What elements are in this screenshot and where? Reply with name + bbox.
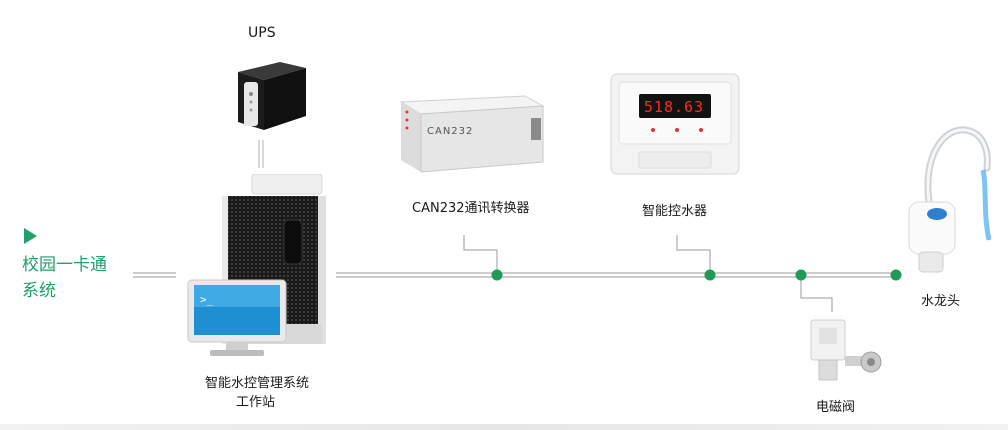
svg-text:>_: >_ (200, 293, 214, 306)
valve-label: 电磁阀 (816, 396, 855, 415)
faucet-icon (903, 116, 993, 276)
controller-label: 智能控水器 (642, 200, 707, 219)
faucet-label: 水龙头 (921, 290, 960, 309)
converter-label: CAN232通讯转换器 (412, 197, 530, 216)
bus-node-valve (796, 270, 807, 281)
monitor-icon: >_ (186, 278, 288, 360)
workstation-label-line2: 工作站 (236, 391, 275, 410)
workstation-label-line1: 智能水控管理系统 (205, 372, 309, 391)
bottom-divider (0, 424, 1008, 430)
ups-device-icon (230, 50, 310, 134)
converter-device-text: CAN232 (427, 126, 473, 137)
bus-node-converter (492, 270, 503, 281)
solenoid-valve-icon (805, 316, 885, 388)
controller-display: 518.63 (642, 98, 706, 116)
ups-label: UPS (248, 25, 276, 41)
bus-node-controller (705, 270, 716, 281)
water-controller-icon (609, 72, 743, 178)
converter-device-icon: CAN232 (393, 92, 551, 178)
bus-node-faucet (891, 270, 902, 281)
